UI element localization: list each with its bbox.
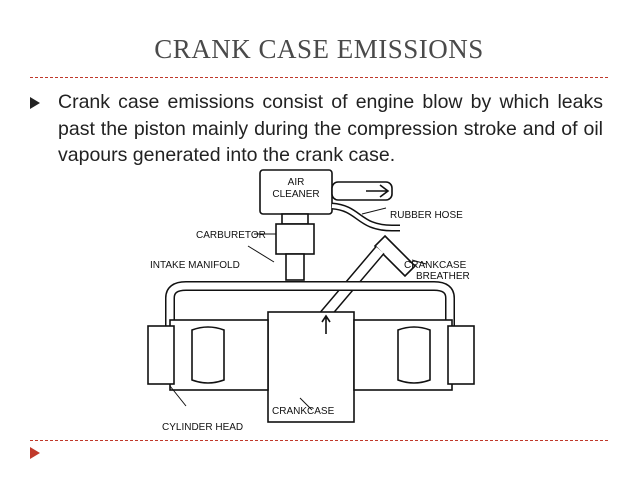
nav-triangle-icon[interactable] — [30, 447, 40, 459]
label-intake-manifold: INTAKE MANIFOLD — [150, 260, 240, 271]
left-piston — [191, 326, 225, 384]
crankcase-ventilation-diagram: AIR CLEANER RUBBER HOSE CARBURETOR INTAK… — [130, 166, 510, 436]
label-rubber-hose: RUBBER HOSE — [390, 210, 463, 221]
rubber-hose-inner — [331, 204, 400, 230]
label-cleaner: CLEANER — [272, 189, 319, 200]
air-intake-snorkel — [331, 181, 393, 201]
label-crankcase-breather-1: CRANKCASE — [404, 260, 467, 271]
intake-manifold-inner — [166, 282, 454, 336]
air-flow-arrow-icon — [366, 184, 390, 198]
label-carburetor: CARBURETOR — [196, 230, 266, 241]
crankcase-block — [267, 311, 355, 423]
label-air: AIR — [288, 177, 305, 188]
label-crankcase: CRANKCASE — [272, 406, 335, 417]
bullet-triangle-icon — [30, 97, 40, 109]
carburetor-top — [281, 213, 309, 225]
label-crankcase-breather-2: BREATHER — [416, 271, 470, 282]
diagram-svg: AIR CLEANER RUBBER HOSE CARBURETOR INTAK… — [147, 169, 475, 433]
left-cylinder-head — [147, 325, 175, 385]
carburetor-riser — [285, 253, 305, 281]
slide-title: CRANK CASE EMISSIONS — [154, 34, 484, 64]
title-divider — [30, 77, 608, 78]
vapour-arrow-icon — [321, 314, 331, 334]
right-cylinder-head — [447, 325, 475, 385]
footer-divider — [30, 440, 608, 441]
bullet-text: Crank case emissions consist of engine b… — [58, 91, 603, 166]
carburetor-body — [275, 223, 315, 255]
crankcase-breather-valve — [373, 234, 417, 278]
right-piston — [397, 326, 431, 384]
label-cylinder-head: CYLINDER HEAD — [162, 422, 243, 433]
